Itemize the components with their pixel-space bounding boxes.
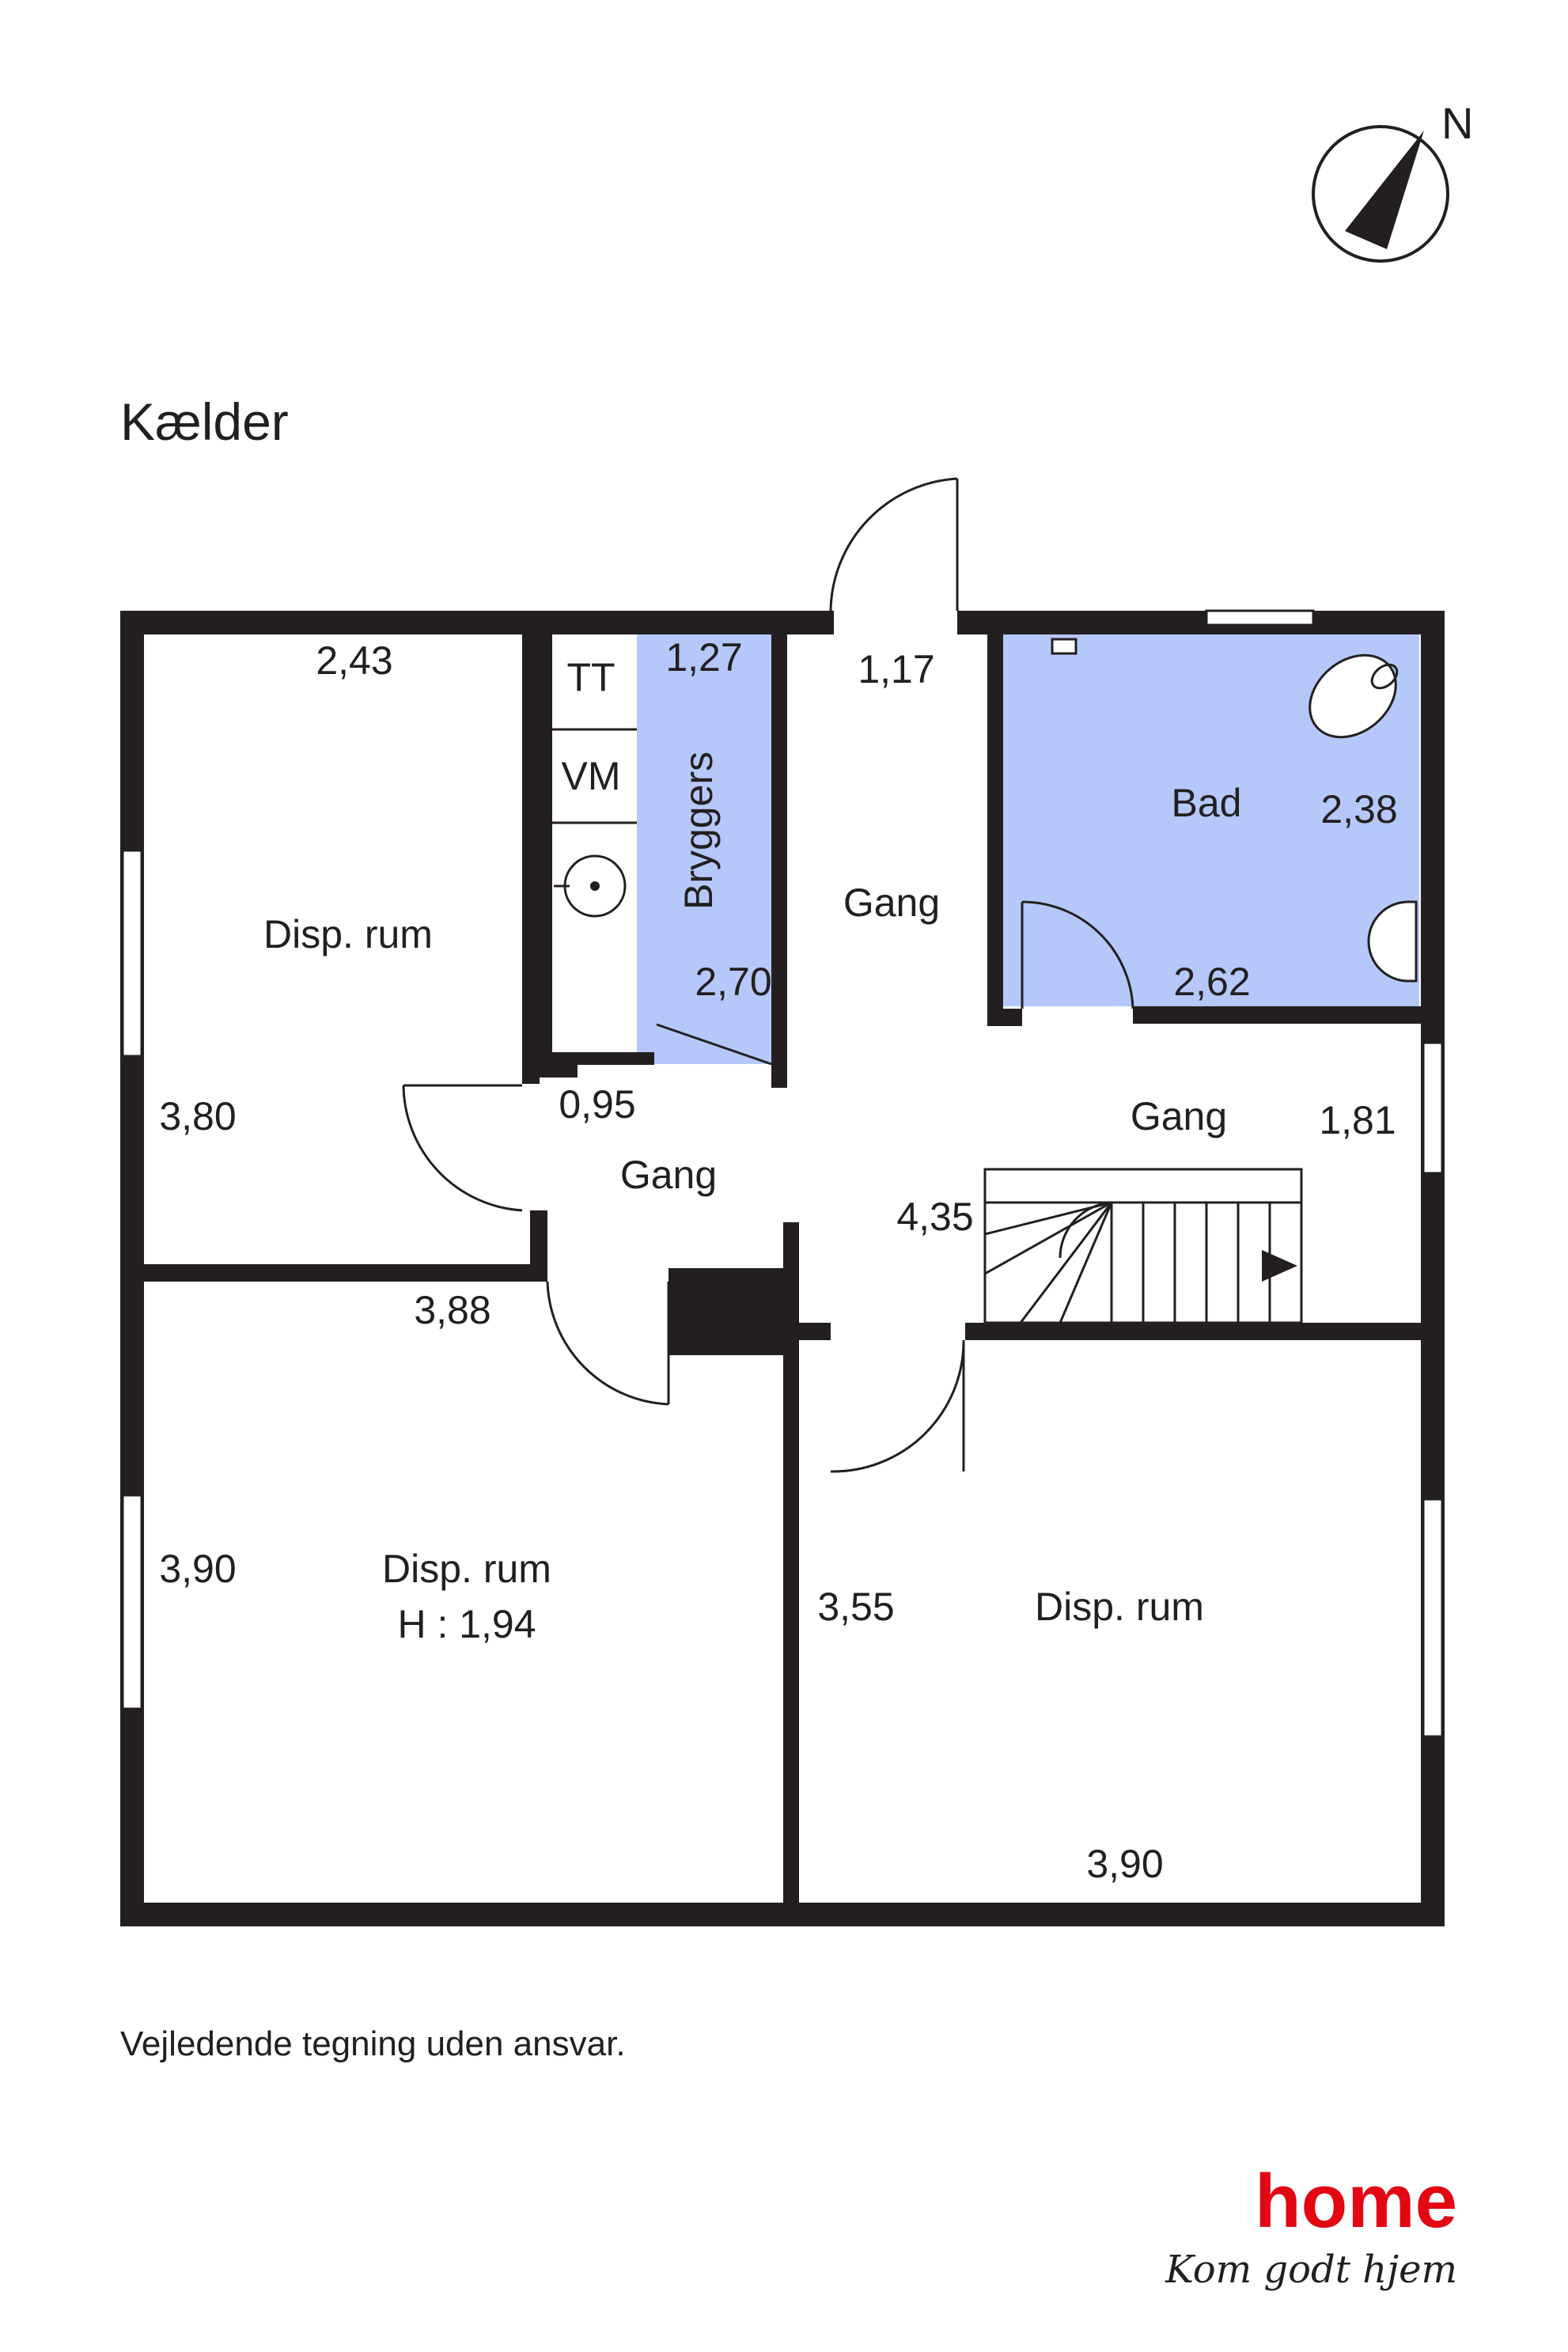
doors [402, 477, 1134, 1473]
dim-disp-rum-1-depth: 3,80 [159, 1094, 236, 1138]
dim-gang-center-width: 0,95 [559, 1082, 635, 1127]
dim-disp-rum-1-width: 2,43 [316, 638, 392, 683]
dim-bad-depth: 2,38 [1320, 787, 1397, 831]
window-disp-rum-2 [121, 1494, 143, 1710]
dim-bad-width: 2,62 [1173, 960, 1250, 1004]
bryggers-fill [637, 633, 783, 1064]
brand-logo: home Kom godt hjem [1165, 2159, 1457, 2292]
dim-disp-rum-3-depth: 3,55 [817, 1585, 894, 1629]
room-label-disp-rum-3: Disp. rum [1035, 1585, 1204, 1629]
room-label-tt: TT [566, 655, 615, 699]
window-disp-rum-3 [1422, 1498, 1444, 1738]
floor-title: Kælder [120, 392, 289, 451]
dim-disp-rum-2-width: 3,88 [414, 1288, 490, 1332]
disclaimer-text: Vejledende tegning uden ansvar. [120, 2024, 626, 2063]
dim-gang-east-depth: 1,81 [1319, 1098, 1396, 1142]
dim-disp-rum-3-width: 3,90 [1086, 1842, 1163, 1886]
dim-bryggers-depth: 2,70 [695, 960, 771, 1004]
room-label-gang-north: Gang [843, 881, 940, 925]
room-label-vm: VM [562, 754, 621, 798]
brand-logo-text: home [1255, 2159, 1457, 2244]
room-label-disp-rum-1: Disp. rum [263, 912, 433, 956]
compass-north-label: N [1441, 98, 1473, 148]
bad-fixtures [1051, 638, 1418, 983]
compass: N [1312, 98, 1473, 263]
dim-disp-rum-2-depth: 3,90 [159, 1547, 236, 1591]
room-label-disp-rum-2: Disp. rum [382, 1547, 551, 1591]
room-label-disp-rum-2-height: H : 1,94 [397, 1602, 536, 1646]
room-label-bryggers: Bryggers [676, 752, 721, 910]
stair-arrow-icon [1262, 1250, 1297, 1282]
dim-gang-length: 4,35 [896, 1195, 973, 1239]
room-label-bad: Bad [1172, 781, 1242, 825]
compass-arrow-icon [1345, 131, 1424, 249]
dim-bryggers-width: 1,27 [665, 635, 742, 680]
window-gang-east [1422, 1041, 1444, 1175]
windows [121, 609, 1444, 1738]
closet-lines [552, 728, 637, 918]
brand-tagline: Kom godt hjem [1165, 2248, 1457, 2292]
room-label-gang-center: Gang [620, 1153, 717, 1197]
shower-icon [1051, 638, 1078, 655]
room-label-gang-east: Gang [1131, 1094, 1227, 1138]
window-disp-rum-1 [121, 849, 143, 1058]
window-bad [1205, 609, 1315, 627]
stairs [983, 1168, 1303, 1324]
dim-gang-north-width: 1,17 [858, 647, 934, 691]
bad-sink-icon [1367, 900, 1418, 983]
